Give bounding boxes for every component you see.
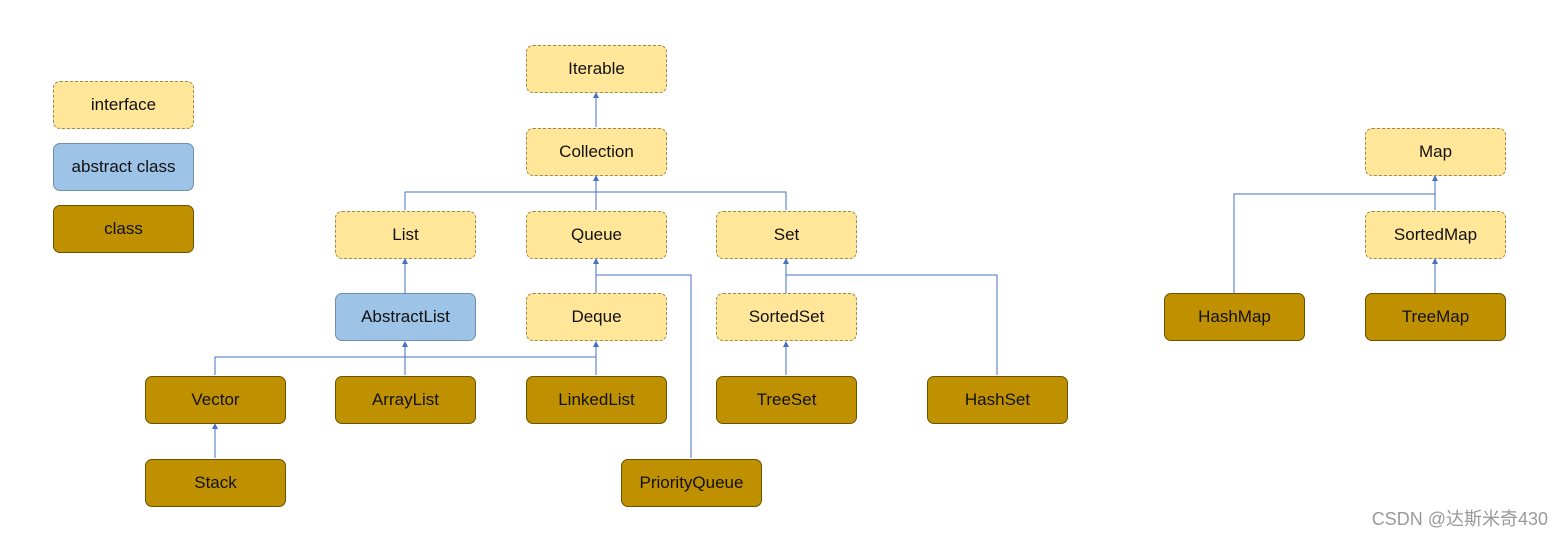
- node-deque: Deque: [526, 293, 667, 341]
- node-linked-list: LinkedList: [526, 376, 667, 424]
- watermark: CSDN @达斯米奇430: [1371, 509, 1548, 529]
- node-array-list: ArrayList: [335, 376, 476, 424]
- node-tree-set-label: TreeSet: [756, 390, 817, 409]
- node-collection: Collection: [526, 128, 667, 176]
- node-collection-label: Collection: [559, 142, 634, 161]
- node-vector-label: Vector: [191, 390, 240, 409]
- node-priority-queue: PriorityQueue: [621, 459, 762, 507]
- node-priority-queue-label: PriorityQueue: [639, 473, 744, 492]
- node-sorted-map: SortedMap: [1365, 211, 1506, 259]
- node-list: List: [335, 211, 476, 259]
- edge-set-collection: [596, 191, 787, 210]
- node-map-label: Map: [1418, 142, 1453, 161]
- node-vector: Vector: [145, 376, 286, 424]
- legend-abstract-class: abstract class: [53, 143, 194, 191]
- node-deque-label: Deque: [571, 307, 622, 326]
- node-iterable: Iterable: [526, 45, 667, 93]
- legend-interface-label: interface: [90, 95, 157, 114]
- node-sorted-set-label: SortedSet: [748, 307, 825, 326]
- edge-hashmap-map: [1233, 193, 1435, 293]
- node-sorted-map-label: SortedMap: [1393, 225, 1478, 244]
- node-linked-list-label: LinkedList: [558, 390, 635, 409]
- node-iterable-label: Iterable: [568, 59, 625, 78]
- node-tree-map-label: TreeMap: [1401, 307, 1470, 326]
- edge-priorityqueue-queue: [596, 274, 692, 458]
- node-hash-map: HashMap: [1164, 293, 1305, 341]
- node-hash-set: HashSet: [927, 376, 1068, 424]
- legend-interface: interface: [53, 81, 194, 129]
- node-abstract-list-label: AbstractList: [361, 307, 450, 326]
- edge-hashset-set: [786, 274, 998, 375]
- node-array-list-label: ArrayList: [371, 390, 440, 409]
- node-queue-label: Queue: [570, 225, 623, 244]
- node-set-label: Set: [773, 225, 800, 244]
- edge-vector-abstractlist: [214, 356, 405, 375]
- node-list-label: List: [392, 225, 419, 244]
- node-queue: Queue: [526, 211, 667, 259]
- node-stack: Stack: [145, 459, 286, 507]
- legend-abstract-class-label: abstract class: [71, 157, 176, 176]
- legend-class-label: class: [104, 219, 143, 238]
- node-hash-map-label: HashMap: [1198, 307, 1271, 326]
- node-sorted-set: SortedSet: [716, 293, 857, 341]
- legend-class: class: [53, 205, 194, 253]
- node-stack-label: Stack: [194, 473, 237, 492]
- edge-list-collection: [404, 191, 596, 210]
- node-tree-map: TreeMap: [1365, 293, 1506, 341]
- node-tree-set: TreeSet: [716, 376, 857, 424]
- node-hash-set-label: HashSet: [964, 390, 1031, 409]
- node-map: Map: [1365, 128, 1506, 176]
- node-abstract-list: AbstractList: [335, 293, 476, 341]
- node-set: Set: [716, 211, 857, 259]
